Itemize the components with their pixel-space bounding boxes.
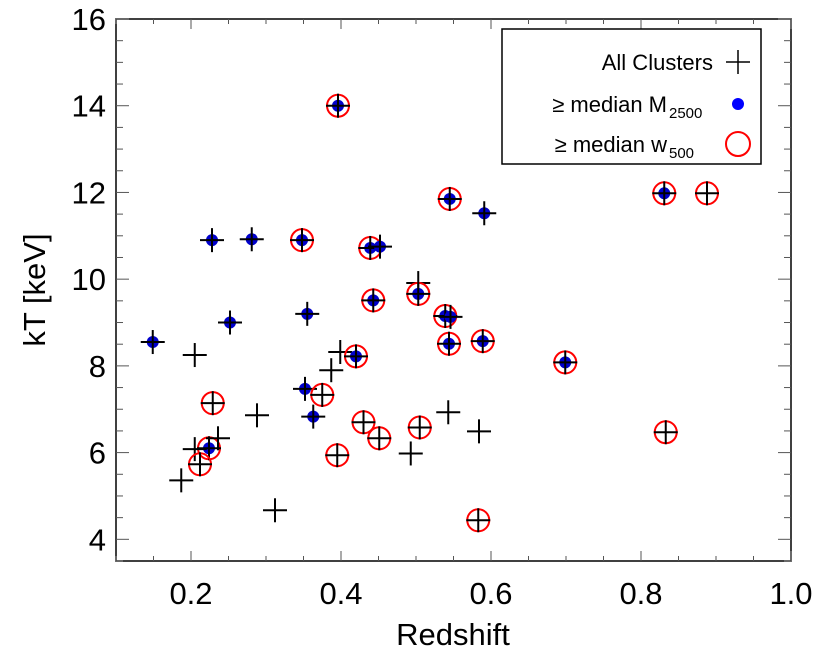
data-point [319,358,344,383]
data-point [466,508,491,533]
data-point [653,420,678,445]
y-tick-label: 12 [72,175,106,210]
data-point [326,93,350,118]
data-point [310,382,335,407]
data-point [200,228,224,253]
data-point [437,331,461,356]
data-point [467,419,491,444]
data-point [245,403,269,428]
data-point [328,340,353,365]
data-point [344,344,368,369]
data-points [140,93,719,533]
data-point [438,304,463,329]
data-point [325,443,350,468]
data-point [263,498,287,523]
data-point [470,329,495,354]
data-point [407,415,432,440]
y-tick-label: 4 [89,522,106,557]
data-point [301,404,326,429]
data-point [436,400,461,425]
x-tick-label: 0.6 [469,576,512,611]
legend-label: ≥ median w [555,132,667,157]
x-axis-title: Redshift [396,617,510,652]
filled-circle-icon [732,98,744,110]
data-point [406,281,431,306]
open-circle-icon [725,131,751,157]
legend-box [501,28,762,165]
data-point [368,234,392,259]
data-point [361,288,386,313]
data-point [200,391,225,416]
data-point [358,235,383,260]
data-point [290,228,314,253]
data-point [398,441,423,466]
y-tick-label: 16 [72,2,106,37]
y-tick-label: 6 [89,436,106,471]
legend-subscript: 2500 [669,105,702,122]
plot-axes: 0.2 0.4 0.6 0.8 1.0 4 6 8 10 12 14 16 [72,2,813,611]
x-tick-label: 0.4 [319,576,362,611]
legend-subscript: 500 [669,145,694,162]
data-point [206,426,230,451]
data-point [188,452,212,477]
x-tick-label: 0.8 [619,576,662,611]
data-point [295,301,320,326]
y-tick-label: 8 [89,349,106,384]
data-point [437,186,462,211]
legend-label: ≥ median M [552,92,667,117]
data-point [553,350,578,375]
y-tick-label: 10 [72,262,106,297]
data-point [182,437,207,462]
data-point [239,227,264,252]
data-point [351,410,376,435]
data-point [140,330,165,355]
x-tick-label: 0.2 [169,576,212,611]
data-point [218,310,242,335]
data-point [695,181,719,206]
legend-label: All Clusters [602,50,713,75]
data-point [169,468,194,493]
data-point [652,181,677,206]
x-tick-label: 1.0 [769,576,812,611]
y-tick-label: 14 [72,89,106,124]
legend-entry: All Clusters [602,50,750,75]
data-point [182,343,207,368]
y-axis-title: kT [keV] [17,233,52,346]
data-point [367,426,392,451]
data-point [472,201,497,226]
